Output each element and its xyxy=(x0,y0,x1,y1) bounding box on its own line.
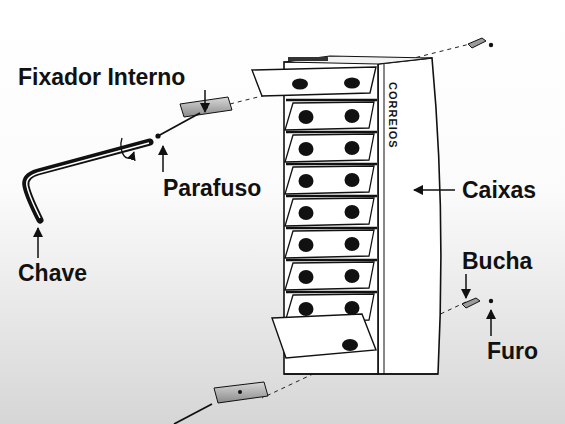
part-label: Chave xyxy=(18,262,87,285)
leader-arrow xyxy=(204,90,206,112)
compartment-doors xyxy=(285,102,374,322)
cabinet-edge xyxy=(384,64,385,374)
part-label: Fixador Interno xyxy=(18,66,185,89)
door-hole xyxy=(345,141,360,155)
cabinet-base xyxy=(284,373,438,375)
compartment-door xyxy=(285,166,374,194)
door-hole xyxy=(299,238,314,252)
door-hole xyxy=(299,174,314,188)
bottom-flap xyxy=(272,314,376,358)
door-hole xyxy=(345,205,360,219)
top-flap xyxy=(252,67,376,96)
compartment-door xyxy=(285,198,374,226)
anchor-plug xyxy=(462,298,480,308)
leader-arrow xyxy=(37,228,39,258)
door-hole xyxy=(345,301,360,315)
shelf-edge xyxy=(286,163,377,166)
screw-head xyxy=(155,133,160,138)
compartment-door xyxy=(285,134,374,162)
shelf-edge xyxy=(286,99,377,102)
allen-key xyxy=(26,142,150,220)
part-label: Caixas xyxy=(462,179,536,202)
door-hole xyxy=(299,270,314,284)
leader-arrow xyxy=(162,146,164,172)
shelf-edge xyxy=(286,227,377,230)
internal-bracket xyxy=(180,97,232,117)
compartment-door xyxy=(285,262,374,290)
anchor-plug xyxy=(468,38,486,48)
cabinet-side xyxy=(378,58,441,374)
door-hole xyxy=(299,302,314,316)
door-hole xyxy=(342,339,358,351)
door-hole xyxy=(299,142,314,156)
leader-arrow xyxy=(490,310,492,336)
rotation-arrow xyxy=(121,138,134,158)
compartment-door xyxy=(285,102,374,130)
shelf-edge xyxy=(286,291,377,294)
allen-key-highlight xyxy=(27,143,149,218)
door-hole xyxy=(299,206,314,220)
door-hole xyxy=(292,79,308,90)
door-hole xyxy=(345,269,360,283)
bracket-hole xyxy=(238,390,242,394)
part-label: Parafuso xyxy=(163,177,261,200)
screw xyxy=(158,113,200,136)
shelf-edge xyxy=(286,259,377,262)
brand-plate xyxy=(288,57,328,61)
door-hole xyxy=(299,110,314,124)
cabinet-lettering: CORREIOS xyxy=(387,82,398,149)
leader-arrows xyxy=(38,90,491,336)
part-label: Furo xyxy=(487,340,538,363)
screw xyxy=(174,404,212,424)
door-hole xyxy=(345,173,360,187)
wall-hole xyxy=(489,299,493,303)
part-label: Bucha xyxy=(462,250,532,273)
shelf-edge xyxy=(286,195,377,198)
door-hole xyxy=(345,109,360,123)
door-hole xyxy=(344,78,360,89)
leader-arrow xyxy=(465,274,467,298)
door-hole xyxy=(345,237,360,251)
shelf-edges xyxy=(286,100,377,292)
leader-arrow xyxy=(414,189,455,191)
shelf-edge xyxy=(286,131,377,134)
internal-bracket xyxy=(214,382,268,403)
wall-hole xyxy=(489,43,493,47)
compartment-door xyxy=(285,230,374,258)
door-holes xyxy=(299,109,360,316)
cabinet-top xyxy=(284,56,432,64)
